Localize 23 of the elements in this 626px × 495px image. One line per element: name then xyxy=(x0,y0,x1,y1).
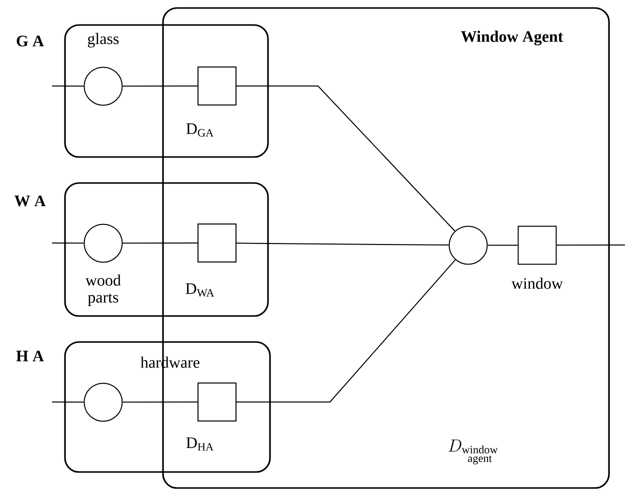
connector-line xyxy=(487,244,518,246)
connector-line xyxy=(236,259,456,402)
agent-label: H A xyxy=(16,350,44,362)
connector-line xyxy=(556,244,626,246)
circle-symbol xyxy=(448,226,488,265)
node-caption: D$_{WA}$ xyxy=(186,283,214,297)
connector-line xyxy=(236,242,450,246)
domain-label: $D_{\substack{\text{window}\\ \text{agent}}}$ xyxy=(448,440,498,464)
connector-line xyxy=(52,242,84,244)
node-caption: glass xyxy=(88,32,119,48)
node-caption: D$_{HA}$ xyxy=(186,437,214,451)
agent-label: G A xyxy=(16,36,44,46)
connector-line xyxy=(122,86,198,87)
connector-line xyxy=(52,402,84,403)
connector-line xyxy=(52,86,84,87)
connector-line xyxy=(122,402,198,403)
node-caption: D$_{GA}$ xyxy=(186,123,214,137)
connector-line xyxy=(122,242,198,244)
node-caption: window xyxy=(511,278,563,289)
agent-label: Window Agent xyxy=(461,30,564,46)
connector-line xyxy=(236,86,456,232)
node-caption: wood parts xyxy=(85,274,121,306)
agent-label: W A xyxy=(14,196,46,206)
